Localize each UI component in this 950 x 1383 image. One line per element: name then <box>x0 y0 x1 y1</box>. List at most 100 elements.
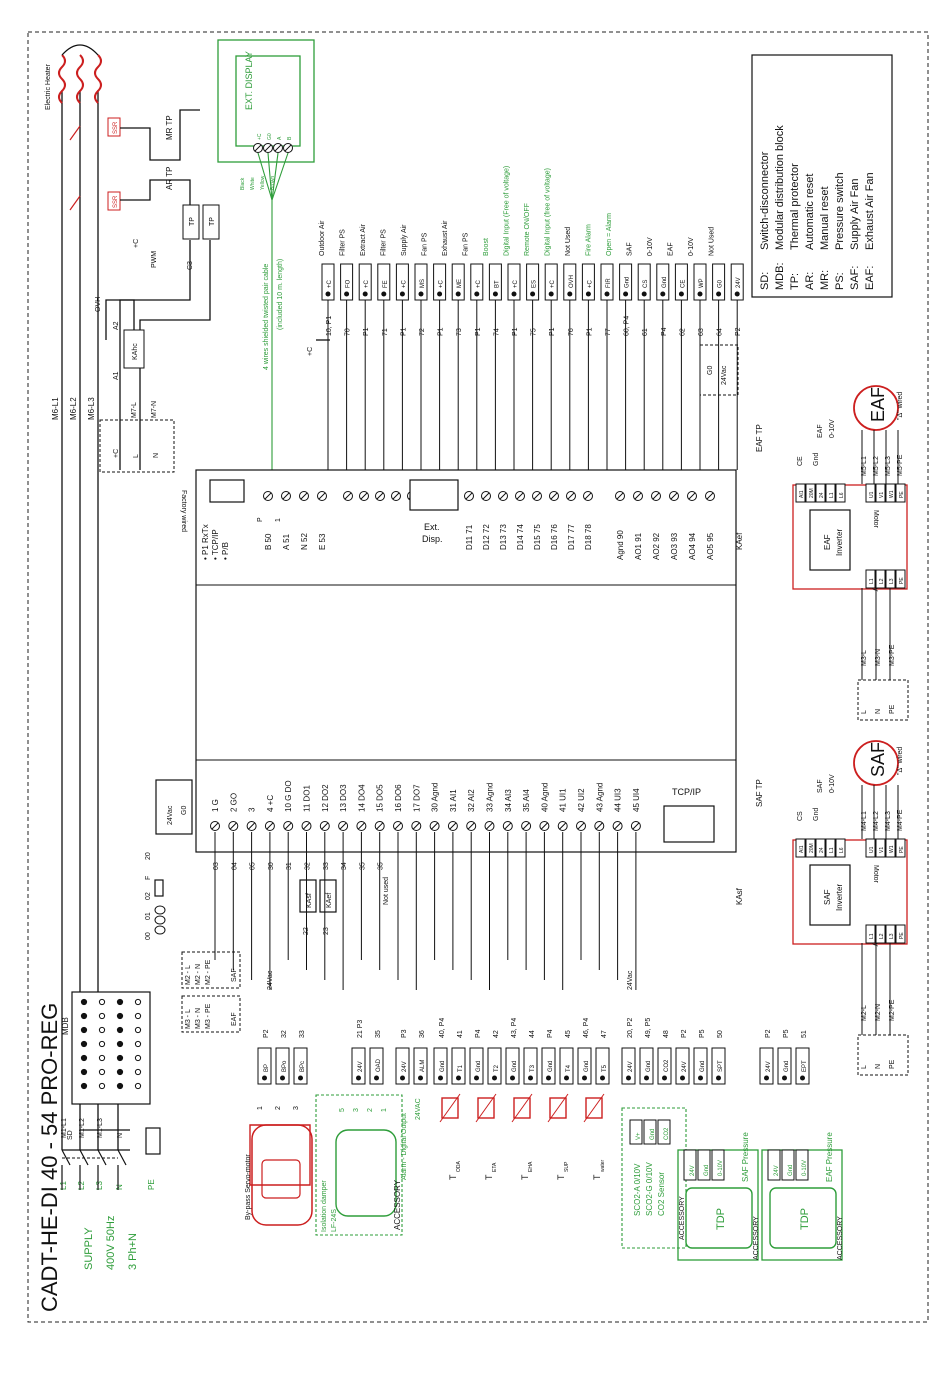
alarm-voltage: 24VAC <box>415 1098 422 1120</box>
legend-key: SD: <box>759 272 771 290</box>
fan-out: U1 <box>869 491 875 498</box>
io-label: 35 AI4 <box>522 789 531 812</box>
eaf-pressure-terminal <box>759 1047 774 1085</box>
terminal-dot <box>381 291 387 297</box>
saf-pressure-device: TDP <box>715 1208 727 1230</box>
fan-pin: L6 <box>839 492 845 498</box>
fan-motor-icon <box>853 385 899 431</box>
fan-ctrl-label: SAF <box>817 779 824 793</box>
io-wire-number: 05 <box>250 862 257 870</box>
mini-box-eaf <box>181 995 241 1033</box>
screw-slot <box>688 492 696 500</box>
di-label: D15 75 <box>533 524 542 550</box>
sensor-eta-terminal <box>487 1047 502 1085</box>
fan-out: W1 <box>889 490 895 498</box>
screw-slot <box>467 822 475 830</box>
saf-pressure-wire-number: P2 <box>681 1029 688 1038</box>
screw-slot <box>284 144 292 152</box>
tp-term-2: TP <box>209 217 216 226</box>
sensor-oda-wire-number: 41 <box>457 1030 464 1038</box>
supply-terminal-n: N <box>115 1184 124 1190</box>
fan-out-box <box>865 483 876 503</box>
mdb-connector <box>98 1054 106 1062</box>
terminal-label: +C <box>327 279 333 288</box>
wire-number: 76 <box>568 328 575 336</box>
phase-label: M1-L3 <box>97 1118 104 1138</box>
wire-number: P1 <box>549 327 556 336</box>
terminal-dot <box>511 291 517 297</box>
mdb-connector <box>134 1082 142 1090</box>
supply-terminal-l3: L3 <box>95 1181 104 1190</box>
alarm-terminal <box>413 1047 428 1085</box>
fan-pin: 20M <box>809 843 815 853</box>
co2-accessory-box <box>621 1107 687 1249</box>
fan-pin-box <box>825 483 836 503</box>
screw-slot <box>550 492 558 500</box>
fan-out: PE <box>899 491 905 498</box>
supply-voltage: 400V 50Hz <box>105 1216 117 1270</box>
co2-wire-number: 49, P5 <box>645 1018 652 1038</box>
fan-mains-box <box>857 1034 909 1076</box>
screw-slot <box>706 492 714 500</box>
io-label: 14 DO4 <box>357 784 366 812</box>
mr-tp-label: MR TP <box>165 115 174 140</box>
terminal-dot <box>344 291 350 297</box>
wire-number: P1 <box>475 327 482 336</box>
fan-ctrl-label: EAF <box>817 424 824 438</box>
fan-motor-icon <box>853 740 899 786</box>
mini-row: M2 - PE <box>205 959 212 985</box>
terminal-label: +C <box>364 279 370 288</box>
screw-slot <box>541 822 548 830</box>
fan-ctrl-terminal: CS <box>797 811 804 821</box>
servo-pin-number: 2 <box>275 1106 282 1110</box>
terminal-dot <box>438 1075 443 1081</box>
terminal-dot <box>734 291 740 297</box>
input-group-label: Filter PS <box>340 229 347 256</box>
supply-phases: 3 Ph+N <box>127 1233 139 1270</box>
terminal-dot <box>662 1075 667 1081</box>
sensor-slash <box>439 1093 461 1123</box>
screw-slot <box>274 144 282 152</box>
servo-terminal-label: BPo <box>282 1060 288 1072</box>
fan-relay-label: KAef <box>735 532 744 550</box>
fan-motor-wire: M5-L3 <box>885 456 892 476</box>
fan-out-box <box>895 483 906 503</box>
mdb-connector <box>134 998 142 1006</box>
screw-slot <box>254 144 262 152</box>
sensor-slash <box>547 1093 569 1123</box>
di-label: D16 76 <box>550 524 559 550</box>
fan-motor-wire: M5-PE <box>897 454 904 476</box>
legend-key: SAF: <box>849 266 861 290</box>
screw-slot <box>614 822 621 830</box>
co2-label: SCO2-A 0/10V <box>633 1163 642 1216</box>
co2-wire-number: 20, P2 <box>627 1018 634 1038</box>
mini-row: M2 - L <box>185 965 192 985</box>
servo-pin-number: 1 <box>257 1106 264 1110</box>
supply-terminal-pe: PE <box>147 1179 156 1190</box>
terminal-label: G0 <box>718 279 724 288</box>
co2-pin: Gnd <box>650 1129 656 1140</box>
eaf-pressure-label: EAF Pressure <box>825 1132 834 1182</box>
di-label: D11 71 <box>465 524 474 550</box>
fan-out-box <box>895 838 906 858</box>
terminal-dot <box>644 1075 649 1081</box>
pwm-label: PWM <box>151 251 158 268</box>
co2-pin: CO2 <box>664 1127 670 1140</box>
ext-disp-label-2: Disp. <box>422 534 443 544</box>
wire-number: 60, P4 <box>624 316 631 336</box>
screw-slot <box>516 492 524 500</box>
fan-in: L1 <box>869 578 875 584</box>
screw-slot <box>449 822 457 830</box>
co2-accessory-label: ACCESSORY <box>679 1196 686 1240</box>
damper-actuator-icon <box>335 1129 397 1217</box>
eaf-pressure-wire-number: P2 <box>765 1029 772 1038</box>
terminal-dot <box>548 291 554 297</box>
fan-mains-terminal: N <box>875 709 882 714</box>
screw-slot <box>264 144 272 152</box>
terminal-dot <box>399 291 405 297</box>
mdb-connector <box>80 1012 88 1020</box>
fan-in: L1 <box>869 933 875 939</box>
g0-box-voltage: 24Vac <box>721 365 728 385</box>
sensor-oda-terminal <box>433 1047 448 1085</box>
